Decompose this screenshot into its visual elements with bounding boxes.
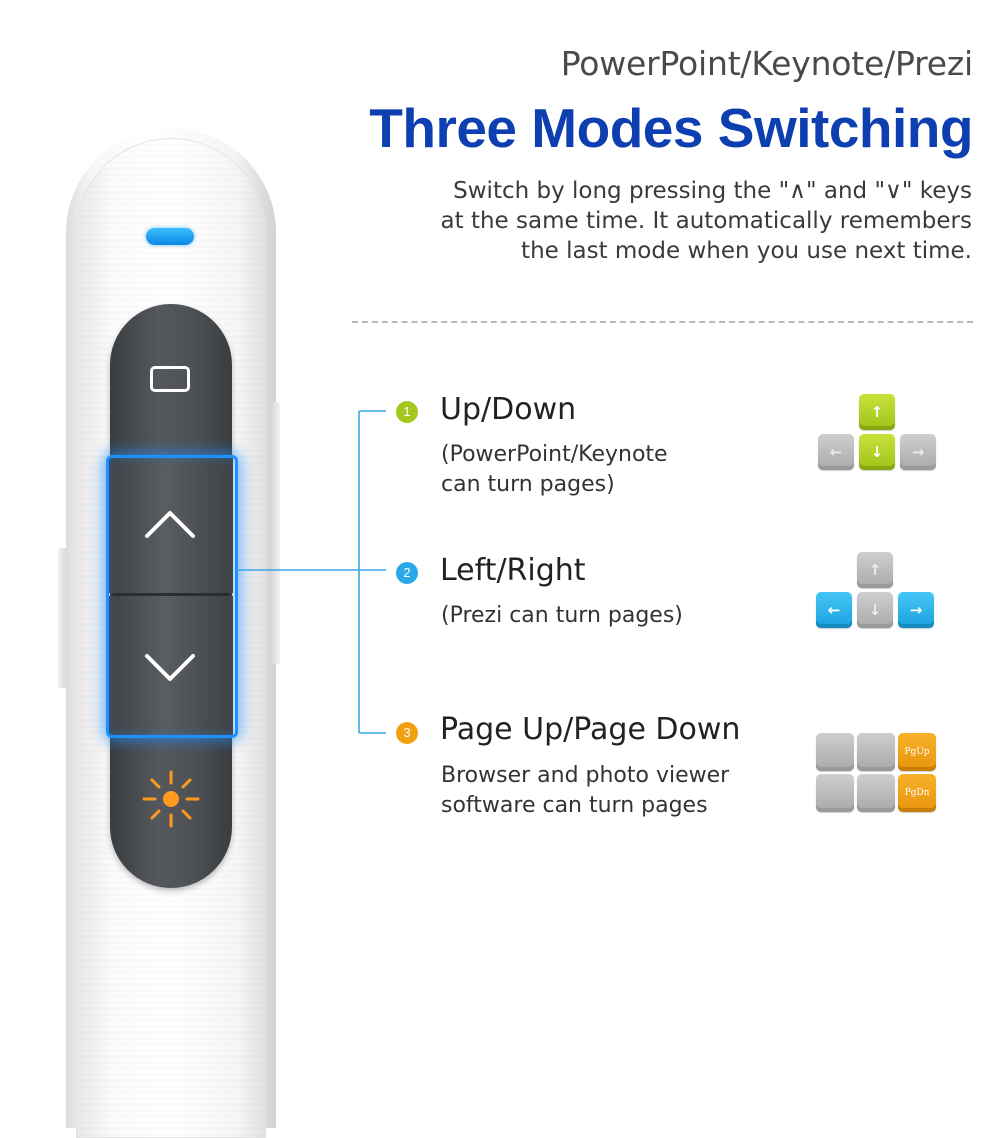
mode-desc-up-down: (PowerPoint/Keynote can turn pages) (441, 440, 668, 500)
mode-desc-line: (PowerPoint/Keynote (441, 442, 668, 467)
mode-connector-lines (236, 410, 386, 734)
side-button-right (271, 402, 280, 664)
description-line: at the same time. It automatically remem… (440, 208, 972, 234)
mode-desc-page-up-down: Browser and photo viewer software can tu… (441, 761, 729, 821)
side-button-left (58, 548, 67, 688)
up-button (109, 458, 233, 593)
button-divider (112, 593, 230, 596)
description-line: the last mode when you use next time. (521, 238, 972, 264)
arrow-left-key-icon: ← (816, 592, 852, 628)
mode-desc-left-right: (Prezi can turn pages) (441, 601, 683, 631)
blank-key-icon (857, 774, 895, 812)
description-line: Switch by long pressing the "∧" and "∨" … (453, 178, 972, 204)
chevron-up-icon (109, 458, 233, 593)
laser-sun-icon (142, 770, 200, 828)
laser-button (138, 766, 204, 832)
arrow-down-key-icon: ↓ (859, 434, 895, 470)
arrow-keys-left-right-icon: ↑ ← ↓ → (816, 552, 938, 634)
arrow-down-key-icon: ↓ (857, 592, 893, 628)
status-led-indicator (146, 228, 194, 245)
pgdn-key-icon: PgDn (898, 774, 936, 812)
mode-desc-line: can turn pages) (441, 472, 615, 497)
down-button (109, 596, 233, 735)
mode-title-up-down: Up/Down (440, 392, 577, 427)
mode-badge-1: 1 (396, 401, 418, 423)
mode-desc-line: Browser and photo viewer (441, 763, 730, 788)
chevron-down-icon (109, 596, 233, 735)
blank-key-icon (816, 774, 854, 812)
mode-badge-3: 3 (396, 722, 418, 744)
page-title: Three Modes Switching (369, 97, 973, 159)
pgup-pgdn-keys-icon: PgUp PgDn (816, 733, 938, 815)
mode-desc-line: software can turn pages (441, 793, 708, 818)
mode-desc-line: (Prezi can turn pages) (441, 603, 683, 628)
arrow-keys-up-down-icon: ↑ ← ↓ → (818, 394, 940, 476)
subtitle: PowerPoint/Keynote/Prezi (560, 44, 973, 83)
mode-title-page-up-down: Page Up/Page Down (440, 712, 741, 747)
mode-badge-2: 2 (396, 562, 418, 584)
arrow-left-key-icon: ← (818, 434, 854, 470)
arrow-up-key-icon: ↑ (857, 552, 893, 588)
dashed-separator (352, 321, 973, 323)
arrow-up-key-icon: ↑ (859, 394, 895, 430)
pgup-key-icon: PgUp (898, 733, 936, 771)
mode-title-left-right: Left/Right (440, 553, 586, 588)
screen-blank-icon (150, 366, 190, 392)
blank-key-icon (857, 733, 895, 771)
blank-key-icon (816, 733, 854, 771)
arrow-right-key-icon: → (900, 434, 936, 470)
arrow-right-key-icon: → (898, 592, 934, 628)
mode-keys-glow (106, 455, 238, 738)
description: Switch by long pressing the "∧" and "∨" … (412, 176, 972, 266)
